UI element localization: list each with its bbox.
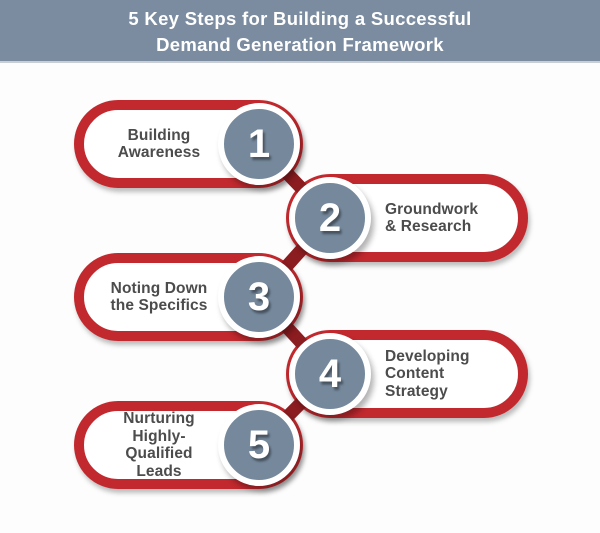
infographic-title-line-2: Demand Generation Framework [156,33,444,55]
step-label: Nurturing Highly-Qualified Leads [123,410,195,480]
step-number: 3 [247,275,271,319]
step-label: Building Awareness [117,126,201,162]
header-banner: 5 Key Steps for Building a Successful De… [0,0,600,63]
step-label: Groundwork & Research [385,200,479,236]
step-number: 4 [318,352,342,396]
step-number-badge: 5 [218,404,300,486]
infographic-title-line-1: 5 Key Steps for Building a Successful [128,7,472,29]
step-number-badge: 4 [289,333,371,415]
step-number-badge: 2 [289,177,371,259]
step-number-badge: 3 [218,256,300,338]
step-label: Noting Down the Specifics [110,279,208,315]
step-number: 1 [247,122,271,166]
step-label: Developing Content Strategy [385,347,470,400]
step-number: 2 [318,196,342,240]
step-number-badge: 1 [218,103,300,185]
step-number: 5 [247,423,271,467]
